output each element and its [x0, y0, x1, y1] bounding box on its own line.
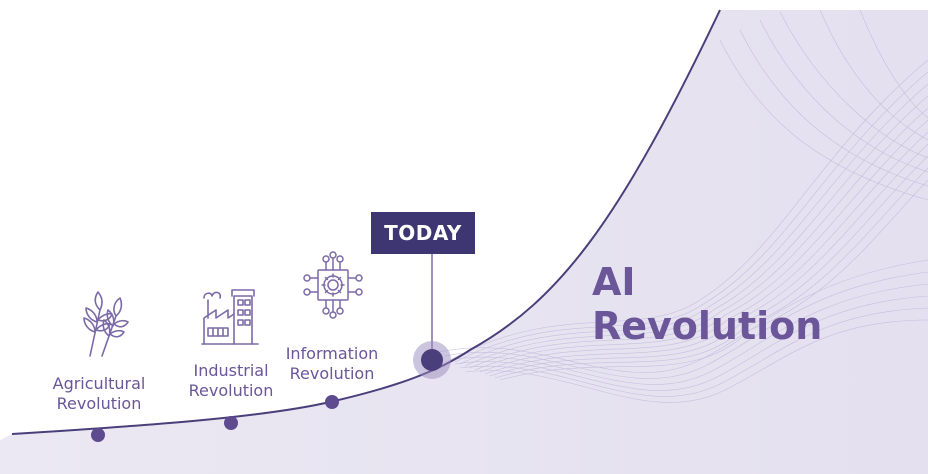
era-label-agricultural: Agricultural Revolution — [44, 374, 154, 414]
wheat-icon — [83, 291, 129, 357]
era-label-information: Information Revolution — [276, 344, 388, 384]
era-label-line2: Revolution — [56, 394, 142, 413]
ai-title-line1: AI — [592, 260, 636, 304]
marker-today — [421, 349, 443, 371]
marker-information — [325, 395, 339, 409]
era-label-line1: Agricultural — [52, 374, 146, 393]
factory-icon — [201, 289, 259, 345]
era-label-industrial: Industrial Revolution — [178, 361, 284, 401]
chip-icon — [303, 251, 363, 319]
era-label-line1: Industrial — [193, 361, 269, 380]
era-label-line1: Information — [285, 344, 379, 363]
marker-agricultural — [91, 428, 105, 442]
marker-industrial — [224, 416, 238, 430]
ai-revolution-title: AI Revolution — [592, 260, 822, 348]
today-tag: TODAY — [371, 212, 475, 254]
era-label-line2: Revolution — [289, 364, 375, 383]
era-label-line2: Revolution — [188, 381, 274, 400]
wave-lines — [439, 9, 928, 403]
ai-title-line2: Revolution — [592, 304, 823, 348]
sky-area — [0, 0, 724, 440]
curve-area — [0, 10, 928, 474]
